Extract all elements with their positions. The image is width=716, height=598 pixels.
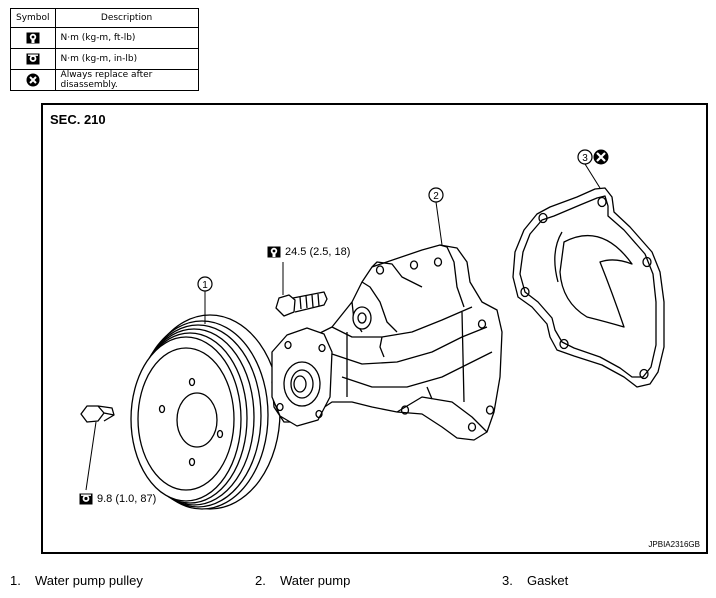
section-label: SEC. 210 (50, 112, 106, 127)
torque-wrench-small-icon (26, 53, 40, 65)
torque-wrench-icon (26, 32, 40, 44)
list-item: 3. Gasket (502, 573, 568, 588)
list-item: 2. Water pump (255, 573, 350, 588)
water-pump-pulley-drawing (130, 314, 281, 510)
part-name: Gasket (527, 573, 569, 588)
always-replace-icon (593, 149, 609, 165)
pulley-bolt-drawing (80, 405, 115, 423)
legend-header-symbol: Symbol (10, 8, 56, 28)
legend-header-description: Description (54, 8, 199, 28)
torque-wrench-icon (267, 246, 281, 258)
diagram-frame: SEC. 210 (41, 103, 708, 554)
legend-row: Always replace after disassembly. (10, 69, 199, 91)
part-number: 3. (502, 573, 513, 588)
part-number: 1. (10, 573, 21, 588)
reference-code: JPBIA2316GB (648, 540, 700, 549)
legend-description: N·m (kg-m, ft-lb) (54, 27, 199, 49)
part-name: Water pump pulley (35, 573, 143, 588)
pulley-bolt-torque-spec: 9.8 (1.0, 87) (79, 493, 156, 505)
svg-text:3: 3 (582, 153, 588, 164)
legend-description: N·m (kg-m, in-lb) (54, 48, 199, 70)
callout-2: 2 (428, 187, 444, 203)
pump-bolt-drawing (275, 291, 328, 317)
part-number: 2. (255, 573, 266, 588)
water-pump-drawing (271, 244, 503, 441)
torque-value: 9.8 (1.0, 87) (97, 493, 157, 505)
pump-bolt-torque-spec: 24.5 (2.5, 18) (267, 246, 350, 258)
list-item: 1. Water pump pulley (10, 573, 143, 588)
svg-text:2: 2 (433, 191, 439, 202)
torque-wrench-small-icon (79, 493, 93, 505)
legend-description: Always replace after disassembly. (54, 69, 199, 91)
callout-1: 1 (197, 276, 213, 292)
svg-text:1: 1 (202, 280, 208, 291)
legend-row: N·m (kg-m, ft-lb) (10, 27, 199, 49)
always-replace-icon (26, 73, 40, 87)
exploded-view-drawing: 1 2 3 (80, 149, 665, 510)
symbol-legend-table: Symbol Description N·m (kg-m, ft-lb) N·m… (10, 8, 199, 91)
legend-row: N·m (kg-m, in-lb) (10, 48, 199, 70)
torque-value: 24.5 (2.5, 18) (285, 246, 351, 258)
callout-3: 3 (577, 149, 593, 165)
gasket-drawing (512, 187, 665, 388)
part-name: Water pump (280, 573, 351, 588)
